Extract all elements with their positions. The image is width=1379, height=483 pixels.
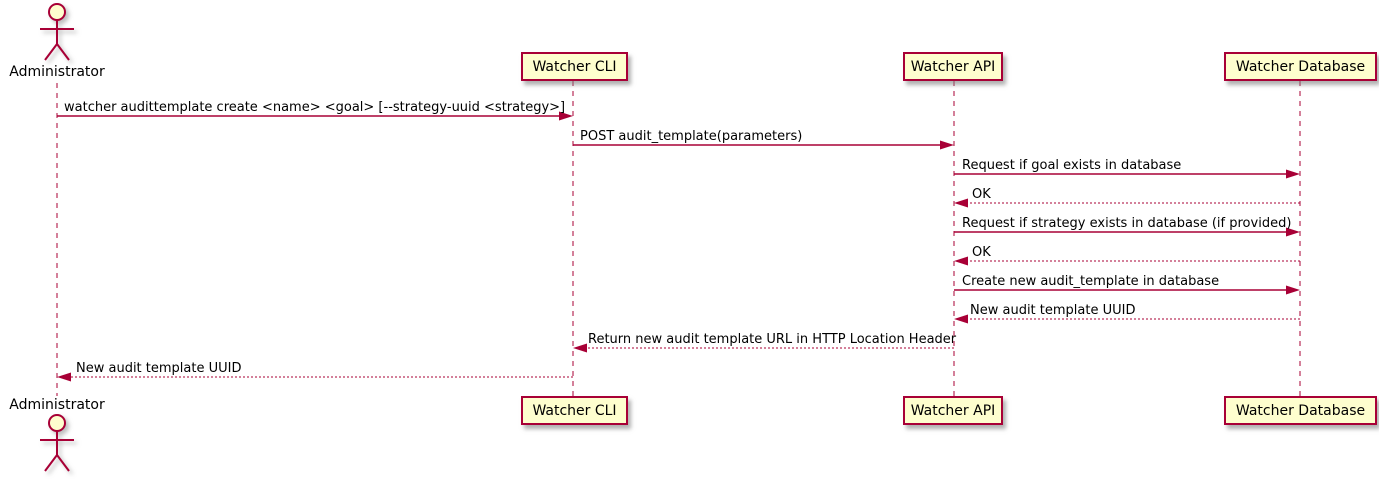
actor-label-administrator-bottom: Administrator (9, 397, 105, 413)
message-label-4: OK (972, 187, 991, 202)
message-arrow-4 (954, 198, 1300, 208)
message-arrow-9 (573, 343, 954, 353)
administrator-actor-icon-bottom (40, 414, 74, 472)
message-arrow-5 (954, 227, 1300, 237)
actor-label-administrator-top: Administrator (9, 64, 105, 80)
message-label-3: Request if goal exists in database (962, 158, 1182, 173)
message-label-2: POST audit_template(parameters) (580, 129, 803, 144)
message-label-8: New audit template UUID (970, 303, 1136, 318)
message-arrow-10 (57, 372, 573, 382)
message-arrow-7 (954, 285, 1300, 295)
message-label-9: Return new audit template URL in HTTP Lo… (588, 332, 957, 347)
message-label-5: Request if strategy exists in database (… (962, 216, 1292, 231)
message-arrow-2 (573, 140, 954, 150)
message-arrow-6 (954, 256, 1300, 266)
message-arrow-1 (57, 111, 573, 121)
participant-watcher-api-bottom: Watcher API (903, 396, 1003, 425)
participant-watcher-cli-bottom: Watcher CLI (521, 396, 628, 425)
message-label-7: Create new audit_template in database (962, 274, 1220, 289)
participant-watcher-database-bottom: Watcher Database (1224, 396, 1377, 425)
participant-watcher-database-top: Watcher Database (1224, 52, 1377, 81)
message-label-6: OK (972, 245, 991, 260)
message-arrow-3 (954, 169, 1300, 179)
participant-watcher-cli-top: Watcher CLI (521, 52, 628, 81)
participant-watcher-api-top: Watcher API (903, 52, 1003, 81)
message-label-10: New audit template UUID (76, 361, 242, 376)
administrator-actor-icon-top (40, 3, 74, 61)
message-arrow-8 (954, 314, 1300, 324)
message-label-1: watcher audittemplate create <name> <goa… (64, 100, 566, 115)
